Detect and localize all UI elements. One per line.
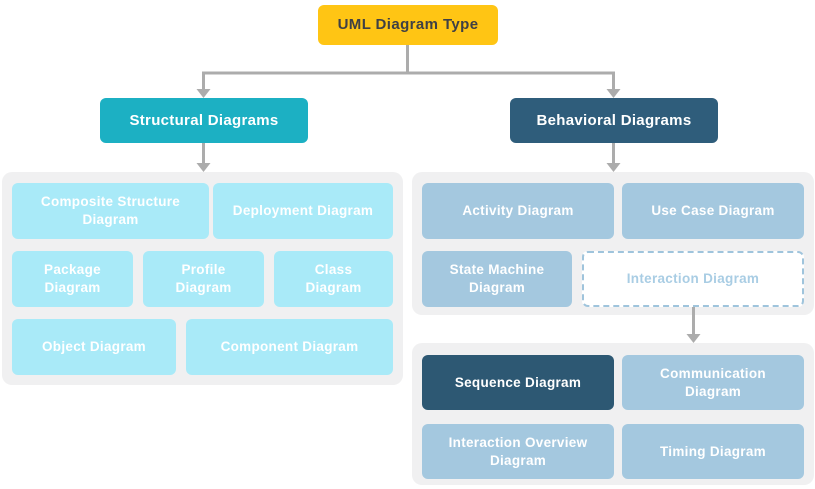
node-activity-diagram: Activity Diagram (422, 183, 614, 239)
arrowhead-structural (196, 89, 211, 98)
node-behavioral-diagrams: Behavioral Diagrams (510, 98, 718, 143)
arrowhead-structural-group (196, 163, 211, 172)
node-component-diagram: Component Diagram (186, 319, 393, 375)
arrowhead-interaction-group (686, 334, 701, 343)
node-communication-diagram: Communication Diagram (622, 355, 804, 410)
node-state-machine-diagram: State Machine Diagram (422, 251, 572, 307)
node-object-diagram: Object Diagram (12, 319, 176, 375)
node-use-case-diagram: Use Case Diagram (622, 183, 804, 239)
arrowhead-behavioral-group (606, 163, 621, 172)
node-deployment-diagram: Deployment Diagram (213, 183, 393, 239)
node-interaction-overview-diagram: Interaction Overview Diagram (422, 424, 614, 479)
node-class-diagram: Class Diagram (274, 251, 393, 307)
node-uml-diagram-type: UML Diagram Type (318, 5, 498, 45)
node-package-diagram: Package Diagram (12, 251, 133, 307)
node-structural-diagrams: Structural Diagrams (100, 98, 308, 143)
node-sequence-diagram: Sequence Diagram (422, 355, 614, 410)
node-interaction-diagram: Interaction Diagram (582, 251, 804, 307)
node-profile-diagram: Profile Diagram (143, 251, 264, 307)
node-composite-structure-diagram: Composite Structure Diagram (12, 183, 209, 239)
node-timing-diagram: Timing Diagram (622, 424, 804, 479)
behavioral-diagrams-group: Activity Diagram Use Case Diagram State … (412, 172, 814, 315)
arrowhead-behavioral (606, 89, 621, 98)
interaction-diagrams-group: Sequence Diagram Communication Diagram I… (412, 343, 814, 485)
structural-diagrams-group: Composite Structure Diagram Deployment D… (2, 172, 403, 385)
